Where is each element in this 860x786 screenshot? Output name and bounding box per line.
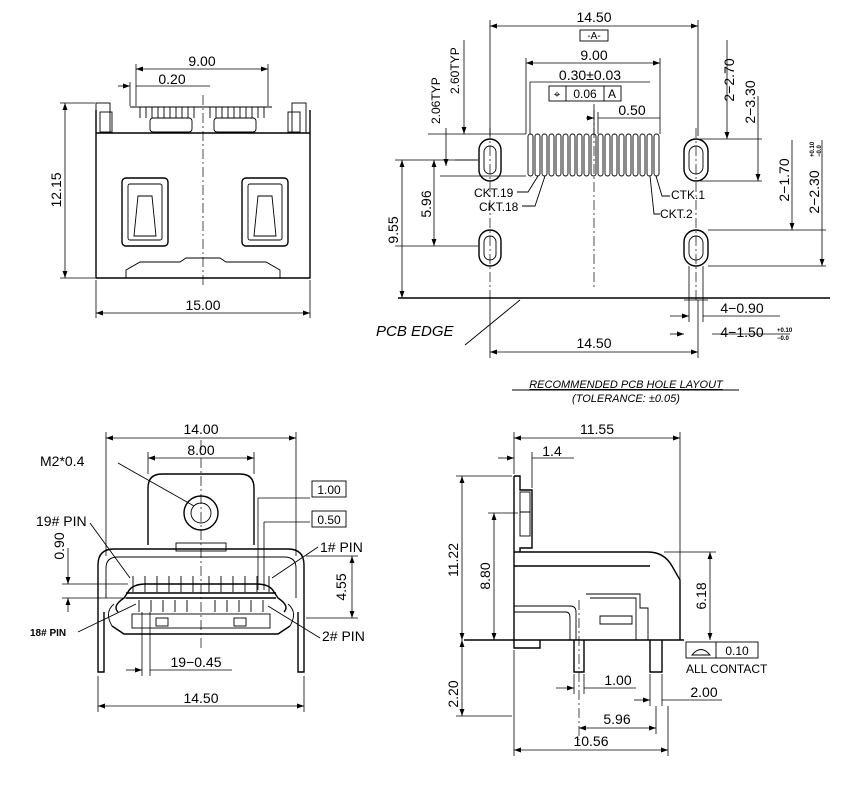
dim-side-618: 6.18 <box>693 582 709 609</box>
dim-pcb-230-tol-minus: −0.0 <box>817 144 823 157</box>
dim-pcb-top-1450: 14.50 <box>576 9 611 25</box>
dim-pcb-pitch-050: 0.50 <box>618 102 645 118</box>
pin18-label: 18# PIN <box>30 628 66 639</box>
pcb-layout-view: 14.50 -A- 9.00 0.30±0.03 ⌖ 0.06 A 0.50 <box>376 9 830 405</box>
m2-thread-label: M2*0.4 <box>40 453 85 469</box>
dim-side-1155: 11.55 <box>580 421 614 437</box>
dim-pcb-260typ: 2.60TYP <box>448 47 462 94</box>
dim-pcb-2-170: 2−1.70 <box>776 158 792 201</box>
dim-side-200: 2.00 <box>690 684 717 700</box>
pcb-layout-title: RECOMMENDED PCB HOLE LAYOUT <box>529 379 724 391</box>
dim-pcb-4-150: 4−1.50 <box>720 324 763 340</box>
datum-a-label: -A- <box>587 31 600 42</box>
pin2-label: 2# PIN <box>322 628 365 644</box>
dim-pcb-030-tol: 0.30±0.03 <box>559 67 621 83</box>
dim-front-width-1500: 15.00 <box>185 297 220 313</box>
dim-side-596: 5.96 <box>603 711 630 727</box>
gdt-position-icon: ⌖ <box>554 87 561 101</box>
dim-pcb-2-270: 2−2.70 <box>721 58 737 101</box>
box-pin-050: 0.50 <box>317 513 341 527</box>
pcb-edge-label: PCB EDGE <box>376 323 455 340</box>
dim-pin-19-045: 19−0.45 <box>171 654 222 670</box>
ckt19-label: CKT.19 <box>474 186 514 200</box>
flat-value: 0.10 <box>725 644 749 658</box>
dim-front-width-9: 9.00 <box>188 53 215 69</box>
pin1-label: 1# PIN <box>320 539 363 555</box>
dim-pcb-150-tol-minus: −0.0 <box>777 336 790 342</box>
dim-side-14: 1.4 <box>542 443 562 459</box>
dim-pin-1400: 14.00 <box>183 421 218 437</box>
ckt2-label: CKT.2 <box>660 207 693 221</box>
dim-pcb-230-tol-plus: +0.10 <box>810 141 816 157</box>
dim-front-pitch-020: 0.20 <box>158 71 185 87</box>
side-view: 11.55 1.4 11.22 8.80 6.18 0.10 ALL CONTA… <box>445 421 768 756</box>
ckt18-label: CKT.18 <box>479 200 519 214</box>
dim-pcb-900: 9.00 <box>580 47 607 63</box>
front-view: 9.00 0.20 12.15 15.00 <box>48 53 311 318</box>
dim-pin-1450: 14.50 <box>183 690 218 706</box>
dim-side-100: 1.00 <box>604 672 631 688</box>
dim-pcb-bottom-1450: 14.50 <box>576 335 611 351</box>
dim-pcb-596: 5.96 <box>418 190 434 217</box>
dim-side-220: 2.20 <box>445 680 461 707</box>
dim-pcb-4-090: 4−0.90 <box>720 300 763 316</box>
front-pins <box>130 106 272 133</box>
pin-view-contacts <box>132 576 270 612</box>
ckt1-label: CTK.1 <box>671 188 705 202</box>
dim-pcb-206typ: 2.06TYP <box>429 77 443 124</box>
gdt-value: 0.06 <box>573 87 597 101</box>
pin19-label: 19# PIN <box>36 513 87 529</box>
pcb-layout-tolerance: (TOLERANCE: ±0.05) <box>572 393 680 405</box>
dim-front-height-1215: 12.15 <box>48 172 64 207</box>
dim-pin-800: 8.00 <box>187 442 214 458</box>
dim-side-880: 8.80 <box>477 562 493 589</box>
dim-pin-455: 4.55 <box>333 573 349 600</box>
pcb-pad-array <box>527 133 660 177</box>
all-contact-label: ALL CONTACT <box>686 662 768 676</box>
dim-pcb-150-tol-plus: +0.10 <box>777 328 793 334</box>
dim-pcb-2-330: 2−3.30 <box>742 80 758 123</box>
dim-side-1122: 11.22 <box>445 543 461 577</box>
box-pin-100: 1.00 <box>317 483 341 497</box>
dim-side-1056: 10.56 <box>573 733 608 749</box>
dim-pin-090: 0.90 <box>51 532 67 559</box>
pin-view: M2*0.4 14.00 8.00 <box>30 421 365 712</box>
dim-pcb-2-230: 2−2.30 <box>806 170 822 213</box>
dim-pcb-955: 9.55 <box>385 216 401 243</box>
gdt-datum: A <box>608 87 616 101</box>
